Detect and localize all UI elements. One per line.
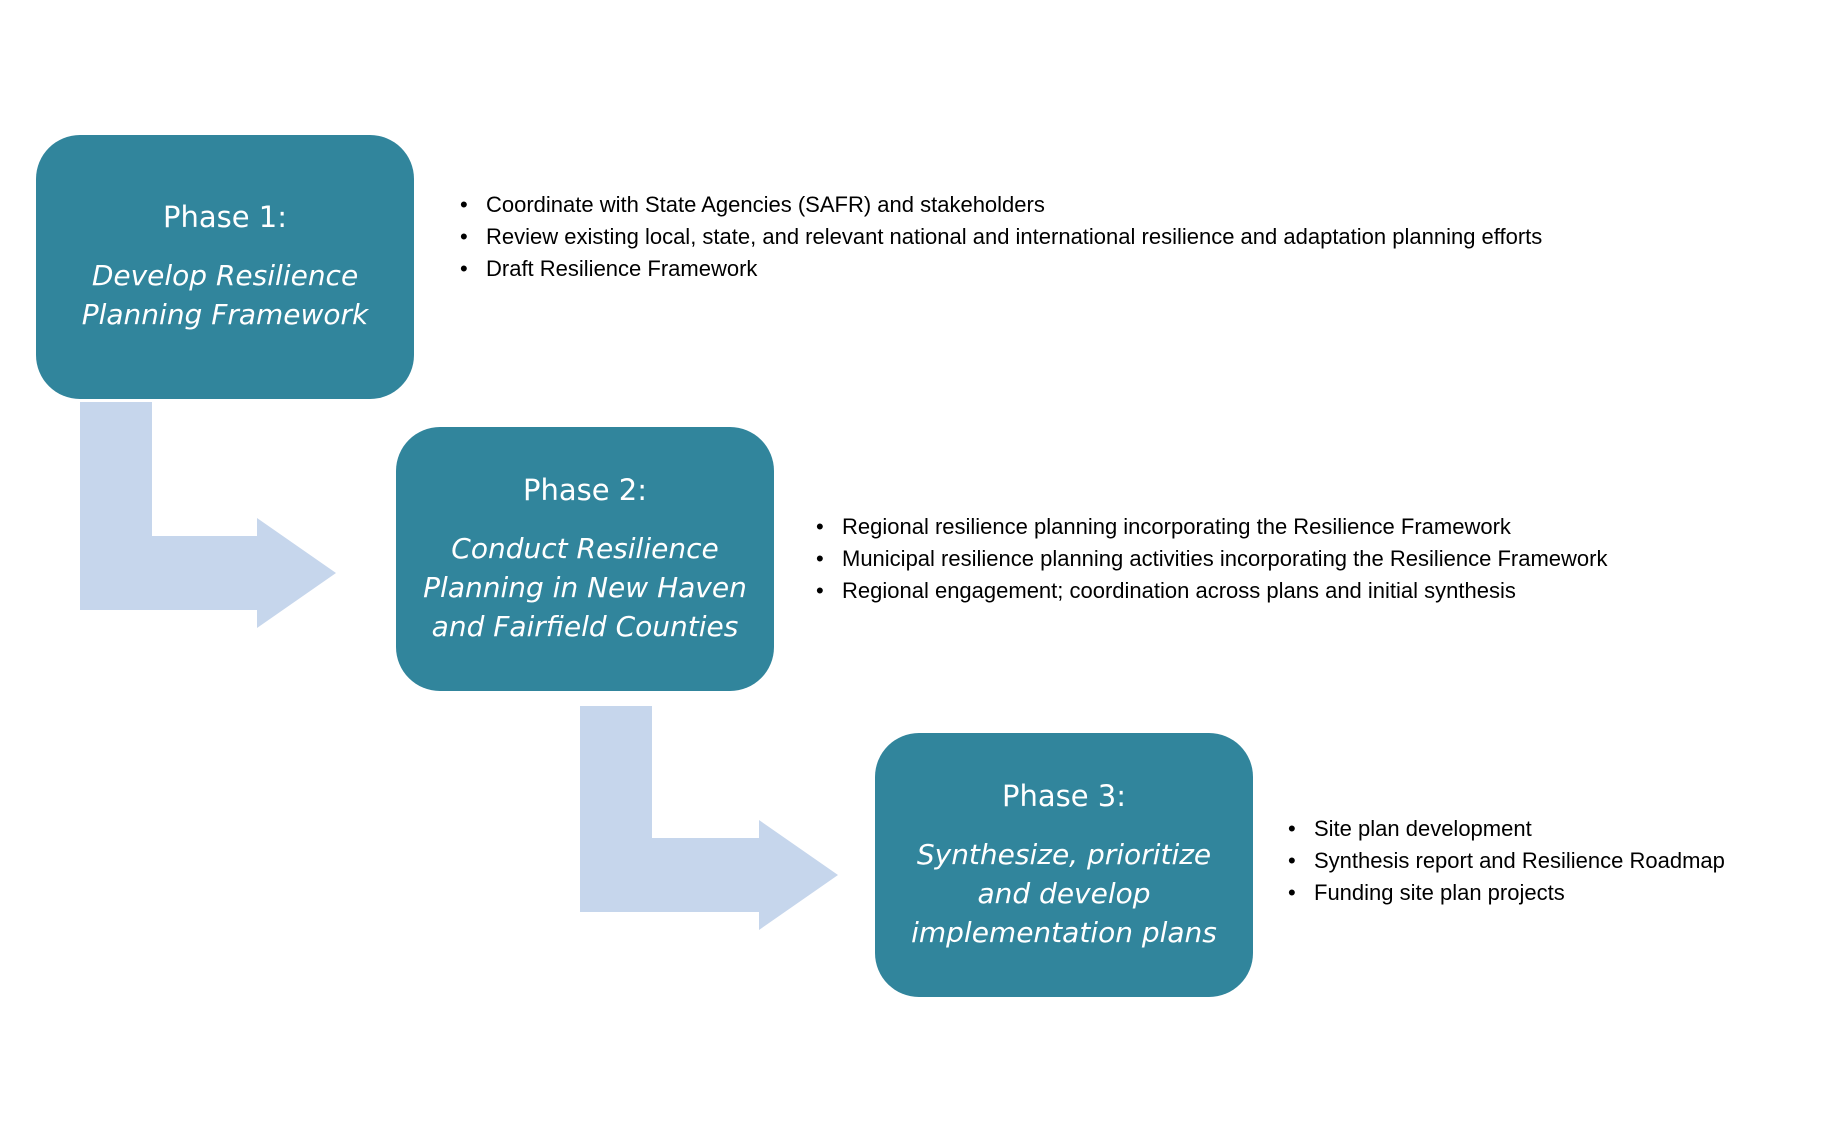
list-item: Draft Resilience Framework	[460, 256, 1560, 282]
list-item: Synthesis report and Resilience Roadmap	[1288, 848, 1808, 874]
list-item: Site plan development	[1288, 816, 1808, 842]
phase-3-subtitle: Synthesize, prioritize and develop imple…	[911, 837, 1217, 949]
list-item: Review existing local, state, and releva…	[460, 224, 1560, 250]
phase-2-subtitle: Conduct Resilience Planning in New Haven…	[423, 531, 747, 643]
phase-2-title: Phase 2:	[522, 472, 648, 507]
phase-3-bullets: Site plan development Synthesis report a…	[1288, 816, 1808, 912]
phase-1-subtitle: Develop Resilience Planning Framework	[81, 259, 369, 331]
phase-2-bullets: Regional resilience planning incorporati…	[816, 514, 1756, 610]
phase-1-title: Phase 1:	[162, 200, 288, 234]
list-item: Regional resilience planning incorporati…	[816, 514, 1756, 540]
list-item: Funding site plan projects	[1288, 880, 1808, 906]
bent-arrow-1-icon	[80, 402, 336, 628]
phase-3-box: Phase 3: Synthesize, prioritize and deve…	[875, 733, 1253, 997]
phase-3-title: Phase 3:	[1001, 778, 1127, 813]
list-item: Regional engagement; coordination across…	[816, 578, 1756, 604]
list-item: Municipal resilience planning activities…	[816, 546, 1756, 572]
phase-1-bullets: Coordinate with State Agencies (SAFR) an…	[460, 192, 1560, 288]
bent-arrow-2-icon	[580, 706, 838, 930]
phase-2-box: Phase 2: Conduct Resilience Planning in …	[396, 427, 774, 691]
list-item: Coordinate with State Agencies (SAFR) an…	[460, 192, 1560, 218]
phase-1-box: Phase 1: Develop Resilience Planning Fra…	[36, 135, 414, 399]
